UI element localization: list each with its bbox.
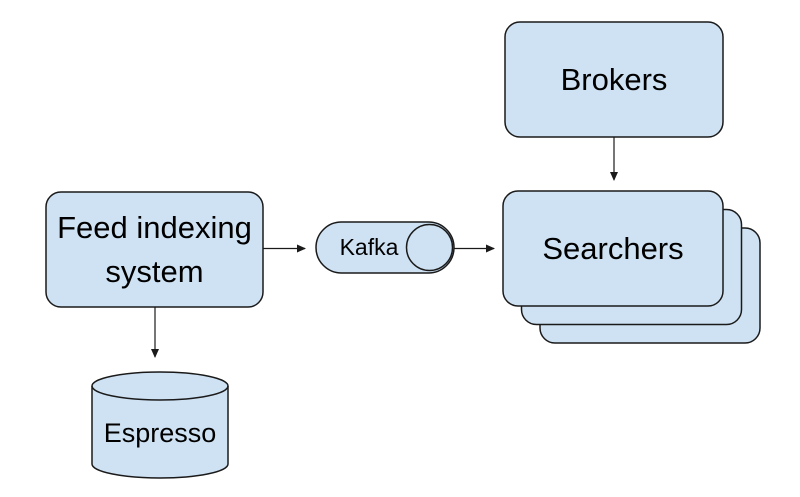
espresso-cylinder-rim bbox=[91, 385, 229, 401]
brokers-box bbox=[504, 21, 724, 138]
kafka-cylinder-end-cap bbox=[405, 223, 454, 272]
searchers-box-front bbox=[502, 190, 724, 307]
searchers-stack bbox=[502, 190, 761, 344]
espresso-cylinder-body bbox=[91, 371, 229, 479]
kafka-cylinder bbox=[315, 221, 455, 274]
espresso-cylinder bbox=[91, 371, 229, 479]
feed-indexing-box bbox=[45, 191, 264, 308]
